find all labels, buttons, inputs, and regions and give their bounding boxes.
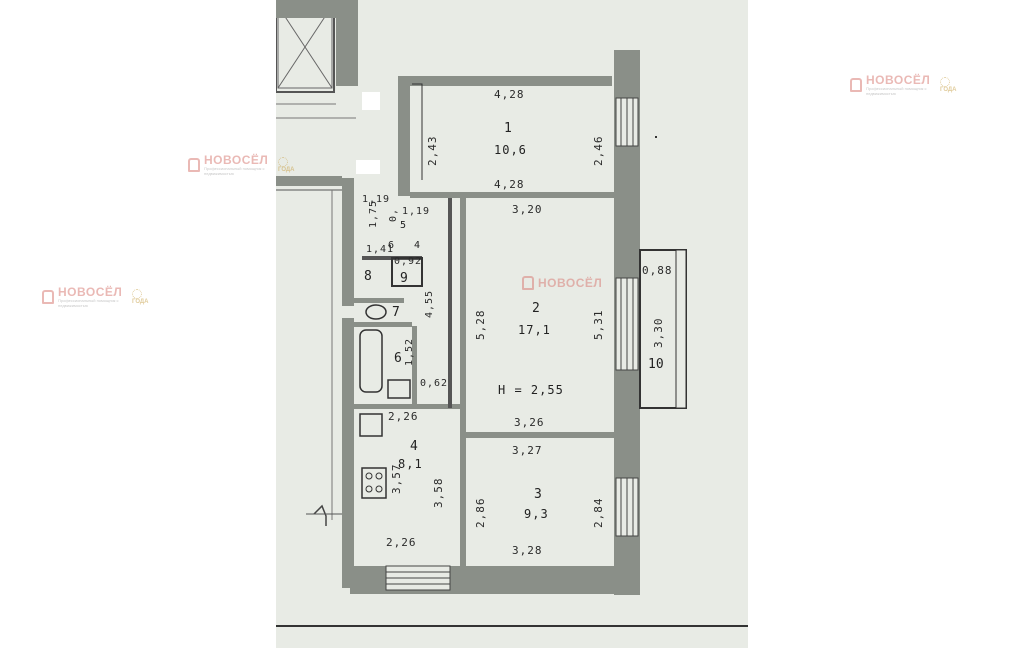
- bathtub-icon: [359, 329, 383, 393]
- dim-corridor-4: 1,75: [368, 200, 379, 228]
- award-seal-icon: [278, 156, 288, 167]
- dim-bath-side: 1,52: [404, 338, 415, 366]
- watermark-upper-left: НОВОСЁЛ Профессиональный помощник с недв…: [188, 154, 295, 176]
- wall-kitchen-top: [354, 404, 462, 409]
- neighbor-wall-h: [276, 176, 342, 186]
- wall-corridor: [448, 198, 452, 408]
- brand-logo-icon: [42, 290, 54, 304]
- dim-corridor-6: 0,: [388, 208, 399, 222]
- floor-plan-sheet: 1 10,6 2 17,1 3 9,3 4 8,1 5 6 4 6 7 8 9 …: [276, 0, 748, 648]
- dim-r10-side: 3,30: [652, 318, 665, 349]
- watermark-brand: НОВОСЁЛ: [58, 285, 123, 299]
- room-3-number: 3: [534, 487, 542, 502]
- wall-toilet-top: [354, 298, 404, 303]
- dim-r3-top: 3,27: [512, 444, 543, 457]
- dim-r1-right: 2,46: [592, 136, 605, 167]
- wall-top: [402, 76, 612, 86]
- dim-r4-right: 3,58: [432, 478, 445, 509]
- watermark-award: ГОДА: [278, 166, 295, 173]
- room-4-area: 8,1: [398, 457, 423, 471]
- room-10-number: 10: [648, 357, 664, 372]
- redaction-a: [362, 92, 380, 110]
- neighbor-shaft: [276, 0, 335, 93]
- shaft-wall: [336, 0, 358, 86]
- room-6-small-number: 6: [388, 240, 394, 251]
- dim-r2-bottom: 3,26: [514, 416, 545, 429]
- dim-corridor-2: 0,92: [394, 256, 422, 267]
- wall-toilet-bottom: [354, 322, 412, 327]
- wall-break-mark: [313, 504, 327, 526]
- watermark-brand: НОВОСЁЛ: [866, 73, 931, 87]
- stove-icon: [361, 467, 387, 499]
- door-room1: [412, 83, 423, 180]
- wall-bath-right: [412, 326, 417, 404]
- watermark-brand: НОВОСЁЛ: [538, 276, 603, 290]
- wall-room2-left: [460, 196, 466, 570]
- dim-corridor-5: 1,19: [362, 194, 390, 205]
- watermark-award: ГОДА: [940, 86, 957, 93]
- room-4-number: 4: [410, 439, 418, 454]
- dim-r2-right: 5,31: [592, 310, 605, 341]
- room-3-area: 9,3: [524, 507, 549, 521]
- watermark-center: НОВОСЁЛ: [522, 276, 602, 290]
- shaft-cross-b: [277, 5, 333, 89]
- toilet-icon: [365, 304, 387, 320]
- redaction-b: [356, 160, 380, 174]
- room-8-number: 8: [364, 269, 372, 284]
- dim-r1-left: 2,43: [426, 136, 439, 167]
- room-7-number: 7: [392, 305, 400, 320]
- balcony-rail: [675, 249, 687, 409]
- dim-corridor-1: 1,19: [402, 206, 430, 217]
- watermark-award: ГОДА: [132, 298, 149, 305]
- floor-plan-drawing: 1 10,6 2 17,1 3 9,3 4 8,1 5 6 4 6 7 8 9 …: [276, 0, 748, 627]
- dim-r4-top: 2,26: [388, 410, 419, 423]
- room-1-number: 1: [504, 121, 512, 136]
- dim-r3-right: 2,84: [592, 498, 605, 529]
- wall-left-upper: [342, 178, 354, 306]
- brand-logo-icon: [850, 78, 862, 92]
- dim-r1-top: 4,28: [494, 88, 525, 101]
- watermark-tagline: Профессиональный помощник с недвижимость…: [866, 86, 927, 96]
- dim-r3-left: 2,86: [474, 498, 487, 529]
- watermark-tagline: Профессиональный помощник с недвижимость…: [204, 166, 265, 176]
- wall-room1-bottom: [410, 192, 614, 198]
- watermark-left: НОВОСЁЛ Профессиональный помощник с недв…: [42, 286, 149, 308]
- dim-corridor-long: 4,55: [424, 290, 435, 318]
- room-2-area: 17,1: [518, 323, 551, 337]
- watermark-brand: НОВОСЁЛ: [204, 153, 269, 167]
- brand-logo-icon: [522, 276, 534, 290]
- brand-logo-icon: [188, 158, 200, 172]
- dim-bath-bottom: 0,62: [420, 378, 448, 389]
- dim-r2-top: 3,20: [512, 203, 543, 216]
- dim-r10-top: 0,88: [642, 264, 673, 277]
- ceiling-height: H = 2,55: [498, 383, 564, 397]
- room-6-number: 6: [394, 351, 402, 366]
- dim-r4-bottom: 2,26: [386, 536, 417, 549]
- wall-room1-left: [398, 76, 410, 196]
- shaft-top-wall: [276, 0, 336, 18]
- wall-left-lower: [342, 318, 354, 588]
- award-seal-icon: [940, 76, 950, 87]
- wall-room2-3: [462, 432, 614, 438]
- watermark-tagline: Профессиональный помощник с недвижимость…: [58, 298, 119, 308]
- dim-r4-left: 3,57: [390, 464, 403, 495]
- kitchen-sink-icon: [359, 413, 383, 437]
- dim-r1-bottom: 4,28: [494, 178, 525, 191]
- dim-corridor-3: 1,41: [366, 244, 394, 255]
- sink-icon: [387, 379, 411, 399]
- dim-r3-bottom: 3,28: [512, 544, 543, 557]
- room-4-small-number: 4: [414, 240, 420, 251]
- storage-closet: [391, 257, 423, 287]
- room-1-area: 10,6: [494, 143, 527, 157]
- award-seal-icon: [132, 288, 142, 299]
- watermark-right: НОВОСЁЛ Профессиональный помощник с недв…: [850, 74, 957, 96]
- room-2-number: 2: [532, 301, 540, 316]
- room-9-number: 9: [400, 271, 408, 286]
- room-5-number: 5: [400, 220, 406, 231]
- dim-r2-left: 5,28: [474, 310, 487, 341]
